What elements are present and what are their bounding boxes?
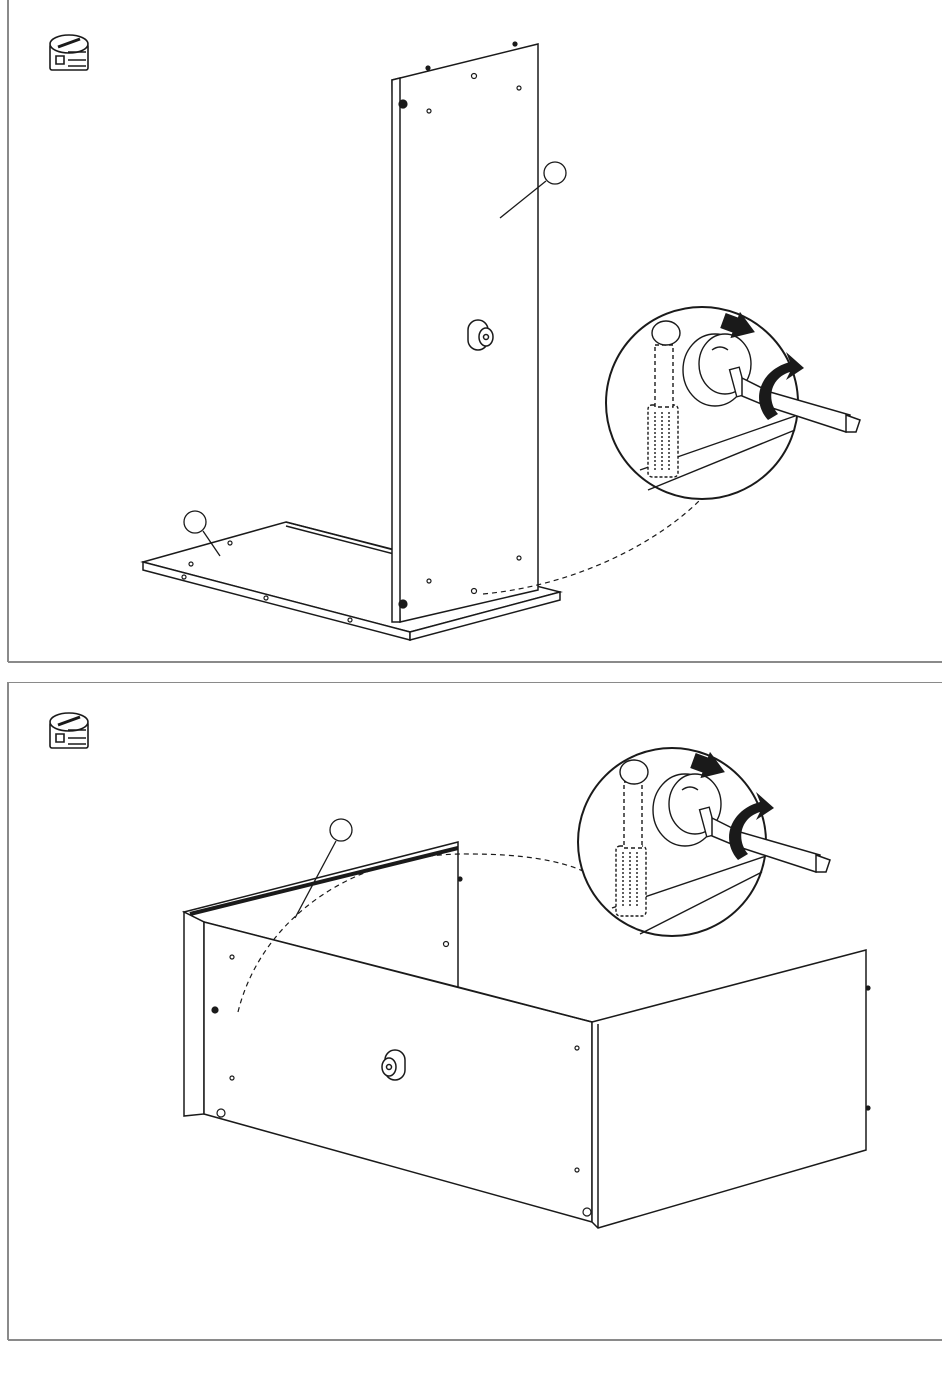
cam-lock-icon [50, 35, 88, 70]
right-side-panel [592, 950, 866, 1228]
cam-lock-icon [50, 713, 88, 748]
left-side-panel [184, 912, 204, 1116]
assembly-step-2 [0, 682, 950, 1378]
assembly-step-1 [0, 0, 950, 670]
step-2-drawing [0, 682, 950, 1378]
side-panel [392, 44, 538, 622]
cam-lock-tighten-detail [578, 747, 830, 936]
cam-lock-tighten-detail [606, 307, 860, 499]
step-1-drawing [0, 0, 950, 670]
